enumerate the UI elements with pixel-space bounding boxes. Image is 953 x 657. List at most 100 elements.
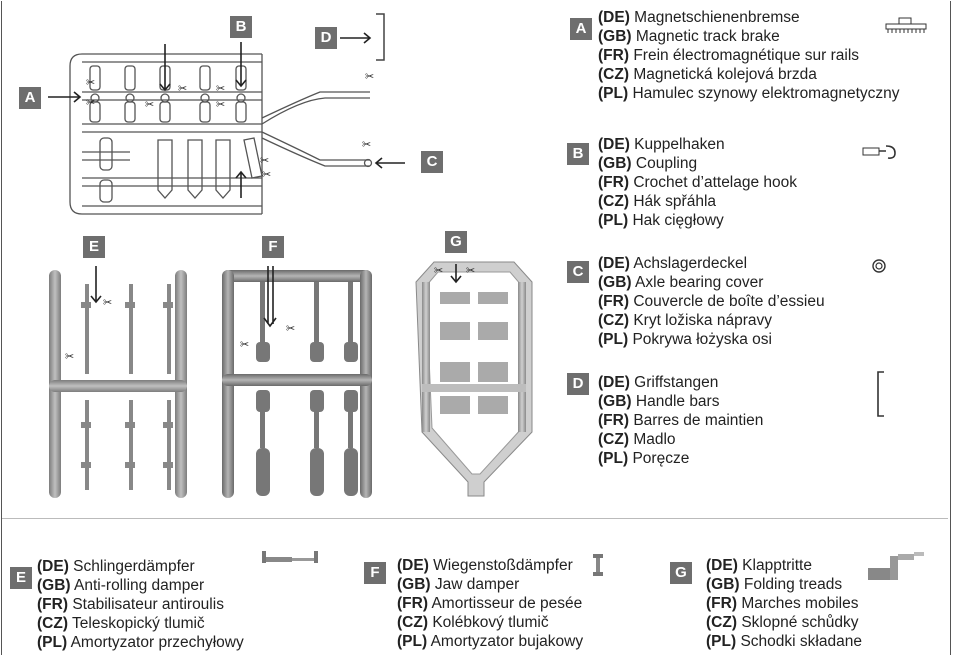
part-name: Magnetická kolejová brzda [633, 66, 817, 83]
part-name: Jaw damper [434, 576, 520, 593]
legend-badge-e: E [10, 567, 32, 589]
lang-code: (PL) [598, 85, 629, 102]
part-name: Magnetic track brake [635, 28, 780, 45]
svg-text:✂: ✂ [65, 350, 74, 363]
lang-code: (DE) [37, 558, 69, 575]
lang-code: (DE) [598, 136, 630, 153]
lang-code: (GB) [598, 155, 632, 172]
folding-treads-icon [868, 552, 924, 580]
magnetic-track-brake-icon [885, 17, 927, 33]
lang-code: (GB) [37, 577, 71, 594]
lang-code: (GB) [598, 274, 632, 291]
legend-a: (DE) Magnetschienenbremse (GB) Magnetic … [598, 8, 900, 103]
sprue-diagram-abcd: ✂✂ ✂✂ ✂✂ ✂✂ ✂✂ [48, 13, 405, 215]
sprue-diagram-f: ✂✂ [222, 266, 372, 498]
part-name: Wiegenstoßdämpfer [433, 557, 573, 574]
part-name: Magnetschienenbremse [634, 9, 800, 26]
part-name: Poręcze [632, 450, 690, 467]
lang-code: (FR) [37, 596, 68, 613]
svg-text:✂: ✂ [365, 70, 374, 83]
lang-code: (DE) [397, 557, 429, 574]
svg-text:✂: ✂ [86, 76, 95, 89]
lang-code: (PL) [598, 450, 629, 467]
lang-code: (PL) [598, 331, 629, 348]
diagram-label-a: A [19, 87, 41, 109]
lang-code: (GB) [706, 576, 740, 593]
part-name: Crochet d’attelage hook [633, 174, 798, 191]
part-name: Kryt ložiska nápravy [633, 312, 773, 329]
legend-badge-b: B [567, 143, 589, 165]
part-name: Hák spřáhla [633, 193, 717, 210]
diagram-label-b: B [230, 16, 252, 38]
part-name: Handle bars [635, 393, 720, 410]
part-name: Pokrywa łożyska osi [632, 331, 772, 348]
part-name: Teleskopický tlumič [72, 615, 205, 632]
lang-code: (FR) [598, 47, 629, 64]
diagram-label-g: G [445, 231, 467, 253]
legend-badge-c: C [567, 261, 589, 283]
lang-code: (DE) [598, 9, 630, 26]
axle-cover-icon [872, 259, 886, 273]
legend-b: (DE) Kuppelhaken (GB) Coupling (FR) Croc… [598, 135, 797, 230]
svg-text:✂: ✂ [86, 96, 95, 109]
legend-badge-f: F [364, 562, 386, 584]
svg-text:✂: ✂ [240, 338, 249, 351]
part-name: Frein électromagnétique sur rails [633, 47, 860, 64]
legend-c: (DE) Achslagerdeckel (GB) Axle bearing c… [598, 254, 825, 349]
svg-text:✂: ✂ [260, 154, 269, 167]
part-name: Axle bearing cover [635, 274, 764, 291]
part-name: Kuppelhaken [634, 136, 725, 153]
part-name: Griffstangen [634, 374, 719, 391]
lang-code: (CZ) [598, 66, 629, 83]
legend-badge-d: D [567, 373, 589, 395]
lang-code: (DE) [598, 374, 630, 391]
svg-text:✂: ✂ [103, 296, 112, 309]
part-name: Stabilisateur antiroulis [72, 596, 224, 613]
part-name: Schodki składane [740, 633, 862, 650]
lang-code: (FR) [706, 595, 737, 612]
lang-code: (PL) [37, 634, 68, 651]
lang-code: (CZ) [397, 614, 428, 631]
legend-badge-g: G [670, 562, 692, 584]
diagram-label-e: E [83, 236, 105, 258]
part-name: Kolébkový tlumič [432, 614, 549, 631]
part-name: Hamulec szynowy elektromagnetyczny [632, 85, 900, 102]
part-name: Madlo [633, 431, 676, 448]
coupling-hook-icon [862, 145, 896, 159]
lang-code: (GB) [598, 393, 632, 410]
handle-bar-part [376, 13, 385, 61]
lang-code: (DE) [706, 557, 738, 574]
part-name: Barres de maintien [633, 412, 764, 429]
lang-code: (CZ) [37, 615, 68, 632]
sprue-diagram-e: ✂✂ [49, 266, 187, 498]
diagram-label-c: C [421, 151, 443, 173]
section-divider [2, 518, 948, 519]
part-name: Folding treads [743, 576, 843, 593]
legend-badge-a: A [570, 18, 592, 40]
lang-code: (CZ) [598, 312, 629, 329]
lang-code: (CZ) [598, 193, 629, 210]
lang-code: (GB) [397, 576, 431, 593]
svg-text:✂: ✂ [466, 264, 475, 277]
svg-text:✂: ✂ [286, 322, 295, 335]
lang-code: (FR) [397, 595, 428, 612]
diagram-label-d: D [315, 27, 337, 49]
lang-code: (DE) [598, 255, 630, 272]
part-name: Hak cięgłowy [632, 212, 724, 229]
lang-code: (CZ) [598, 431, 629, 448]
svg-text:✂: ✂ [145, 98, 154, 111]
part-name: Coupling [635, 155, 698, 172]
legend-d: (DE) Griffstangen (GB) Handle bars (FR) … [598, 373, 763, 468]
handle-bar-icon [877, 371, 884, 417]
lang-code: (GB) [598, 28, 632, 45]
lang-code: (PL) [598, 212, 629, 229]
part-name: Amortisseur de pesée [431, 595, 583, 612]
diagram-label-f: F [262, 236, 284, 258]
svg-text:✂: ✂ [216, 98, 225, 111]
part-name: Couvercle de boîte d’essieu [633, 293, 825, 310]
svg-text:✂: ✂ [362, 138, 371, 151]
lang-code: (FR) [598, 174, 629, 191]
svg-text:✂: ✂ [434, 264, 443, 277]
